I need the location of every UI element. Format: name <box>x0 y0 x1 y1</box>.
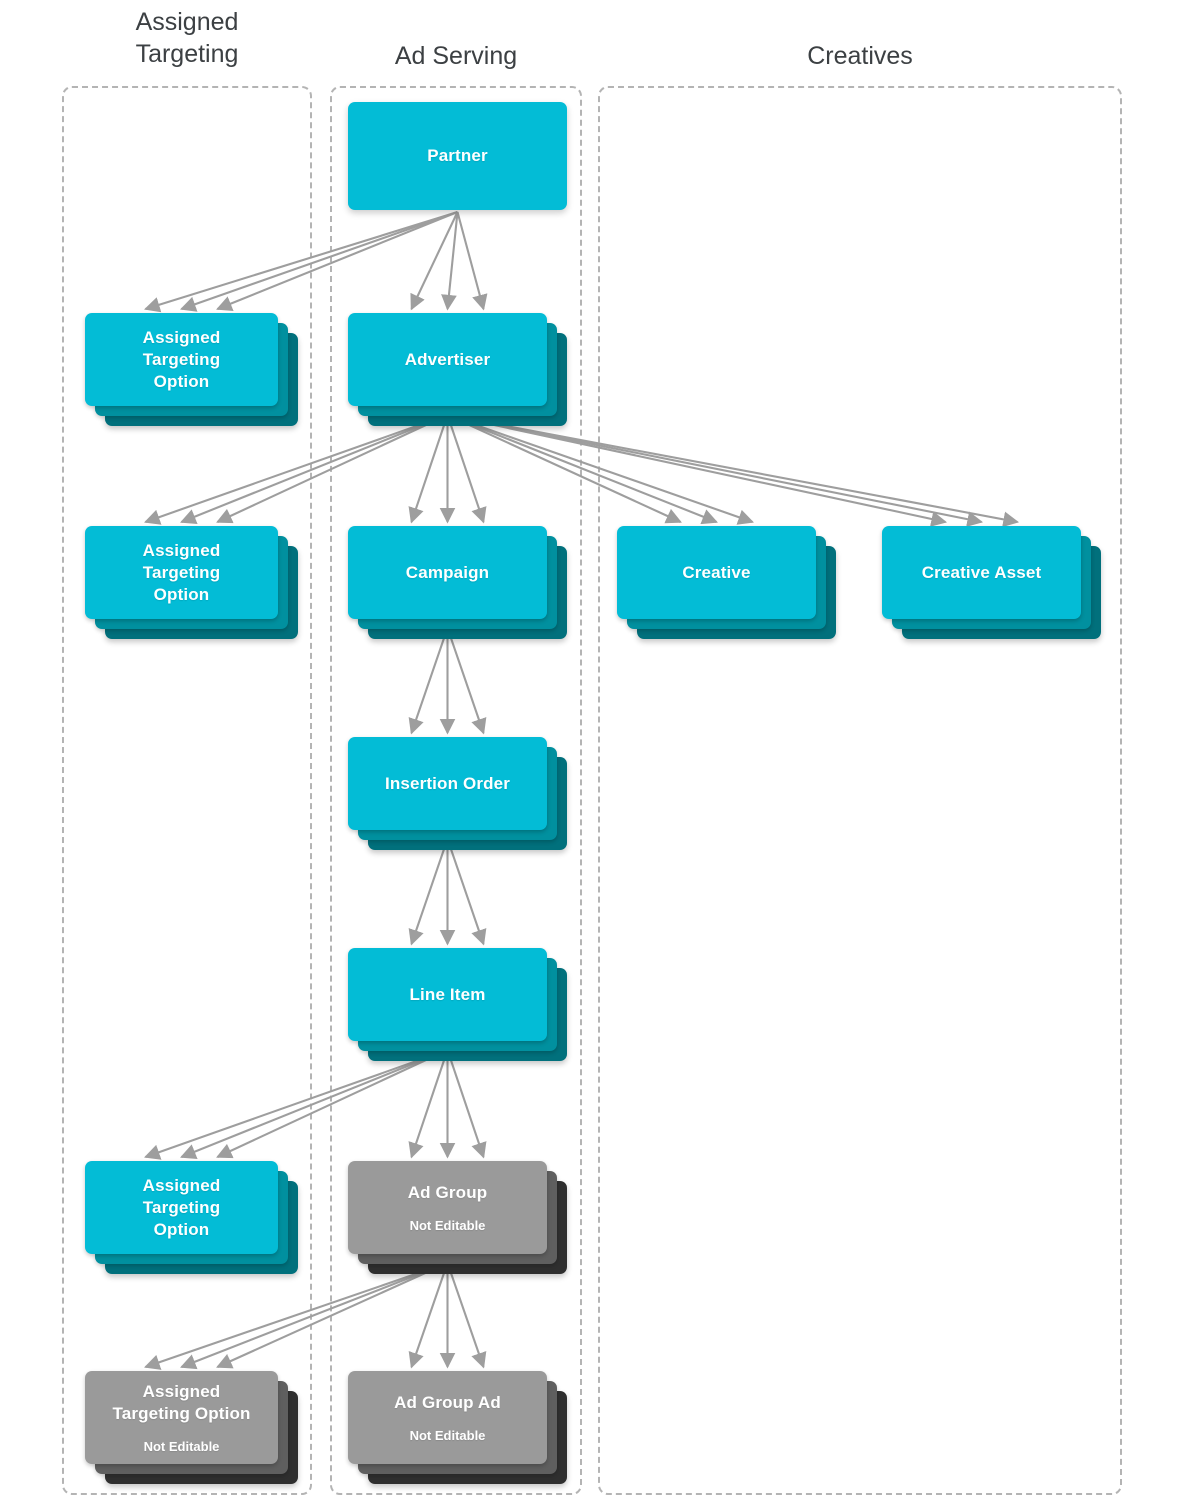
node-label: Ad Group <box>408 1182 488 1204</box>
node-card[interactable]: Campaign <box>348 526 547 619</box>
lane-title-line: Targeting <box>135 40 239 68</box>
node-label: Creative Asset <box>922 562 1042 584</box>
node-label-line: Advertiser <box>404 349 491 369</box>
node-sublabel: Not Editable <box>143 1438 220 1454</box>
node-label-line: Insertion Order <box>384 773 511 793</box>
node-creative[interactable]: Creative <box>617 526 836 639</box>
node-card[interactable]: Advertiser <box>348 313 547 406</box>
lane-title-creatives: Creatives <box>598 40 1122 72</box>
node-label-line: Creative Asset <box>921 562 1042 582</box>
lane-assigned-targeting <box>62 86 312 1495</box>
node-label-line: Targeting <box>142 562 221 582</box>
node-label: Advertiser <box>405 349 491 371</box>
node-label-line: Assigned <box>142 327 221 347</box>
lane-title-line: Ad Serving <box>394 42 518 70</box>
node-ad-group-ad[interactable]: Ad Group Ad Not Editable <box>348 1371 567 1484</box>
node-line-item[interactable]: Line Item <box>348 948 567 1061</box>
node-partner[interactable]: Partner <box>348 102 567 210</box>
node-label: Ad Group Ad <box>394 1392 501 1414</box>
node-card[interactable]: Ad Group Ad Not Editable <box>348 1371 547 1464</box>
node-card[interactable]: Creative Asset <box>882 526 1081 619</box>
node-label-line: Targeting Option <box>112 1403 251 1423</box>
node-card[interactable]: Partner <box>348 102 567 210</box>
node-label-line: Partner <box>427 146 488 165</box>
node-label-line: Targeting <box>142 1197 221 1217</box>
lane-title-ad-serving: Ad Serving <box>330 40 582 72</box>
node-label-line: Assigned <box>142 540 221 560</box>
lane-title-line: Assigned <box>135 8 239 36</box>
node-label: Partner <box>427 145 488 167</box>
node-label-line: Assigned <box>142 1175 221 1195</box>
node-label-line: Creative <box>682 562 751 582</box>
node-label-line: Line Item <box>409 984 486 1004</box>
node-advertiser[interactable]: Advertiser <box>348 313 567 426</box>
lane-title-line: Creatives <box>807 42 913 70</box>
node-card[interactable]: Creative <box>617 526 816 619</box>
node-label-line: Option <box>153 584 210 604</box>
lane-title-assigned-targeting: Assigned Targeting <box>62 6 312 70</box>
node-label-line: Option <box>153 371 210 391</box>
node-creative-asset[interactable]: Creative Asset <box>882 526 1101 639</box>
node-label: Creative <box>682 562 750 584</box>
node-insertion-order[interactable]: Insertion Order <box>348 737 567 850</box>
node-label-line: Campaign <box>405 562 490 582</box>
node-label-line: Targeting <box>142 349 221 369</box>
node-label: Campaign <box>406 562 489 584</box>
node-sublabel: Not Editable <box>409 1427 486 1443</box>
lane-ad-serving <box>330 86 582 1495</box>
node-sublabel: Not Editable <box>409 1217 486 1233</box>
node-label-line: Assigned <box>142 1381 221 1401</box>
node-label-line: Ad Group Ad <box>394 1392 501 1412</box>
node-label: Insertion Order <box>385 773 510 795</box>
node-label-line: Option <box>153 1219 210 1239</box>
node-card[interactable]: Insertion Order <box>348 737 547 830</box>
node-campaign[interactable]: Campaign <box>348 526 567 639</box>
node-label: Line Item <box>410 984 486 1006</box>
lane-creatives <box>598 86 1122 1495</box>
node-label-line: Ad Group <box>407 1182 488 1202</box>
node-card[interactable]: Line Item <box>348 948 547 1041</box>
